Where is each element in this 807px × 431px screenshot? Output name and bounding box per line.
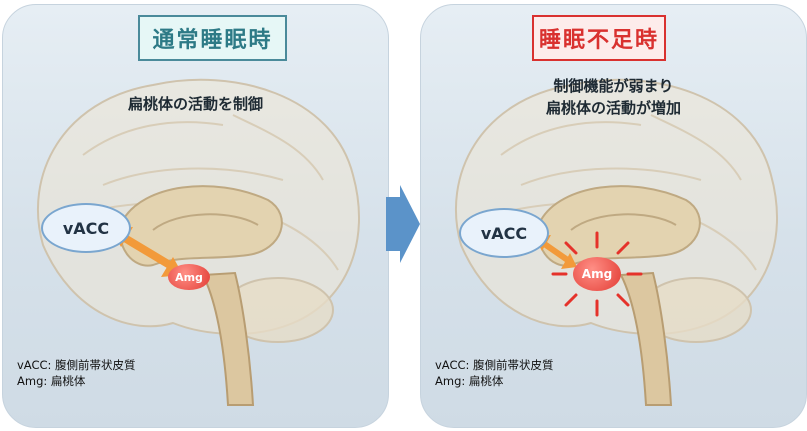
legend-vacc: vACC: 腹側前帯状皮質 (17, 357, 136, 373)
normal-sleep-title: 通常睡眠時 (138, 15, 287, 61)
amg-bubble: Amg (573, 257, 621, 291)
normal-caption: 扁桃体の活動を制御 (3, 93, 388, 115)
legend-amg: Amg: 扁桃体 (435, 373, 554, 389)
vacc-bubble: vACC (41, 203, 131, 253)
amg-bubble: Amg (168, 264, 210, 290)
deprived-caption-line2: 扁桃体の活動が増加 (421, 97, 806, 119)
legend-vacc: vACC: 腹側前帯状皮質 (435, 357, 554, 373)
legend: vACC: 腹側前帯状皮質 Amg: 扁桃体 (17, 357, 136, 389)
deprived-caption: 制御機能が弱まり 扁桃体の活動が増加 (421, 75, 806, 119)
normal-sleep-panel: 通常睡眠時 扁桃体の活動を制御 vACC Amg vACC: 腹側前帯状皮質 A… (2, 4, 389, 428)
deprived-caption-line1: 制御機能が弱まり (421, 75, 806, 97)
sleep-deprived-panel: 睡眠不足時 制御機能が弱まり 扁桃体の活動が増加 vACC Amg vACC: … (420, 4, 807, 428)
legend-amg: Amg: 扁桃体 (17, 373, 136, 389)
sleep-deprived-title: 睡眠不足時 (532, 15, 666, 61)
legend: vACC: 腹側前帯状皮質 Amg: 扁桃体 (435, 357, 554, 389)
center-arrow-icon (386, 185, 420, 263)
vacc-bubble: vACC (459, 208, 549, 258)
